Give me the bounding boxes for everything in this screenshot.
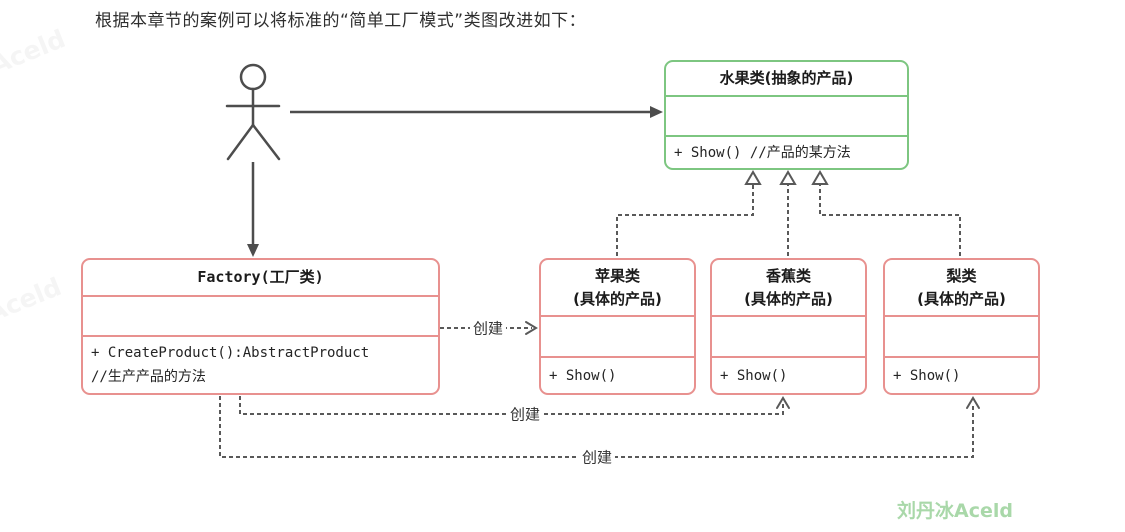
class-attributes-empty [885, 317, 1038, 358]
open-arrowhead-icon [525, 321, 538, 335]
edge-label-create: 创建 [506, 403, 544, 425]
triangle-head-icon [744, 170, 762, 185]
class-box-pear: 梨类 (具体的产品) + Show() [883, 258, 1040, 395]
class-methods: + Show() [885, 358, 1038, 393]
edge-label-create: 创建 [469, 317, 507, 339]
open-arrowhead-icon [966, 396, 980, 409]
class-subtitle-text: (具体的产品) [917, 289, 1006, 308]
class-attributes-empty [83, 297, 438, 337]
class-title-text: 香蕉类 [765, 266, 811, 285]
class-box-banana: 香蕉类 (具体的产品) + Show() [710, 258, 867, 395]
class-methods: + CreateProduct():AbstractProduct //生产产品… [83, 337, 438, 393]
class-methods: + Show() //产品的某方法 [666, 137, 907, 168]
class-attributes-empty [712, 317, 865, 358]
dependency-open-arrowheads [525, 321, 980, 409]
association-arrow-actor-to-factory [247, 162, 259, 257]
class-title-text: 梨类 [946, 266, 977, 285]
realization-triangle-heads [744, 170, 829, 185]
author-watermark: 刘丹冰Aceld [897, 500, 1013, 522]
class-title-text: 苹果类 [594, 266, 640, 285]
class-attributes-empty [541, 317, 694, 358]
class-box-fruit-abstract: 水果类(抽象的产品) + Show() //产品的某方法 [664, 60, 909, 170]
class-title-text: 水果类(抽象的产品) [719, 69, 854, 87]
class-box-factory: Factory(工厂类) + CreateProduct():AbstractP… [81, 258, 440, 395]
method-text: + Show() //产品的某方法 [674, 144, 851, 161]
realization-arrow-pear [819, 184, 961, 256]
class-box-apple: 苹果类 (具体的产品) + Show() [539, 258, 696, 395]
triangle-head-icon [811, 170, 829, 185]
class-title: Factory(工厂类) [83, 260, 438, 297]
class-title: 苹果类 (具体的产品) [541, 260, 694, 317]
method-text: + Show() [720, 367, 788, 384]
class-methods: + Show() [541, 358, 694, 393]
method-text: + Show() [893, 367, 961, 384]
class-title: 梨类 (具体的产品) [885, 260, 1038, 317]
class-title-text: Factory(工厂类) [197, 268, 324, 286]
page-title: 根据本章节的案例可以将标准的“简单工厂模式”类图改进如下： [95, 11, 587, 31]
association-arrow-actor-to-fruit [290, 106, 663, 118]
class-title: 香蕉类 (具体的产品) [712, 260, 865, 317]
open-arrowhead-icon [776, 396, 790, 409]
actor-icon [225, 63, 281, 161]
method-text: + CreateProduct():AbstractProduct [91, 345, 370, 361]
class-methods: + Show() [712, 358, 865, 393]
class-title: 水果类(抽象的产品) [666, 62, 907, 97]
realization-arrow-apple [616, 184, 754, 256]
method-text: + Show() [549, 367, 617, 384]
class-subtitle-text: (具体的产品) [573, 289, 662, 308]
method-comment-text: //生产产品的方法 [91, 369, 206, 385]
realization-arrow-paths [616, 184, 961, 256]
triangle-head-icon [779, 170, 797, 185]
class-attributes-empty [666, 97, 907, 137]
edge-label-create: 创建 [578, 446, 616, 468]
class-subtitle-text: (具体的产品) [744, 289, 833, 308]
